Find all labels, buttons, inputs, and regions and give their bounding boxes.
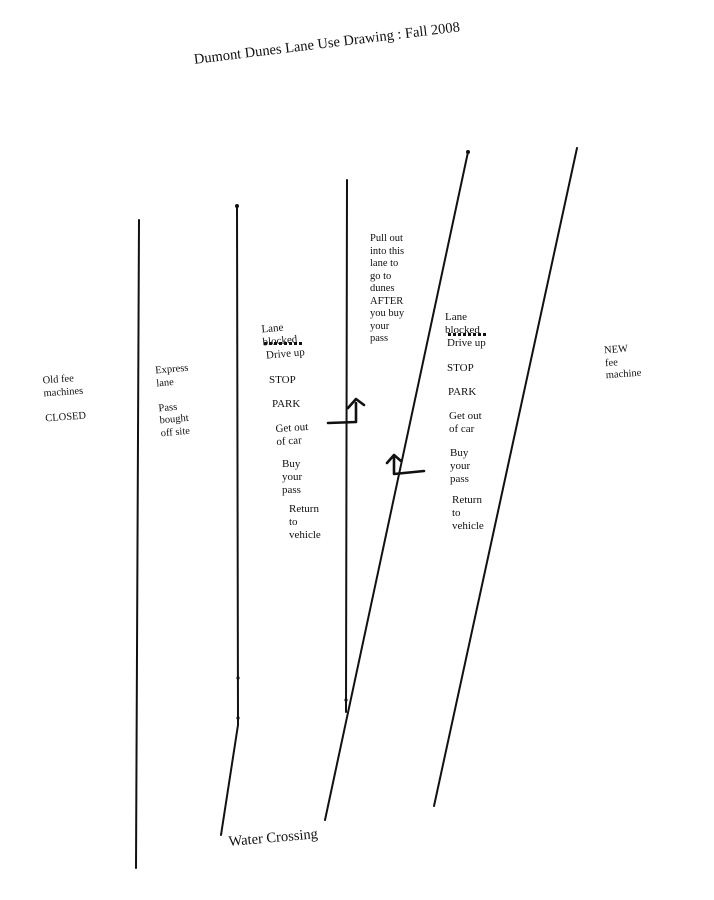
line-dot	[235, 204, 239, 208]
express-lane-label: Express lane Pass bought off site	[154, 362, 191, 439]
pull-out-instruction: Pull out into this lane to go to dunes A…	[370, 233, 405, 344]
line-dot	[466, 150, 470, 154]
pull-out-arrow-right-head	[385, 453, 403, 465]
lane-line-diagonal-1	[324, 151, 469, 821]
step-park-middle: PARK	[272, 398, 301, 410]
lane-line-diagonal-2	[433, 147, 578, 807]
pull-out-arrow-middle-head	[346, 397, 366, 410]
step-return-right: Return to vehicle	[452, 494, 484, 532]
step-get-out-middle: Get out of car	[275, 420, 309, 449]
lane-line-express	[236, 205, 239, 726]
step-buy-pass-middle: Buy your pass	[282, 458, 303, 496]
lane-blocked-label-middle: Lane blocked	[260, 321, 298, 349]
step-drive-up-right: Drive up	[447, 337, 486, 349]
blocked-marker-right	[448, 333, 486, 336]
blocked-marker-middle	[264, 342, 302, 345]
step-park-right: PARK	[448, 386, 477, 398]
step-stop-right: STOP	[447, 362, 474, 374]
step-return-middle: Return to vehicle	[289, 503, 321, 541]
new-fee-machine-label: NEW fee machine	[603, 343, 642, 382]
old-fee-machines-label: Old fee machines CLOSED	[42, 373, 87, 424]
pull-out-arrow-middle	[326, 401, 358, 425]
line-dot	[236, 676, 240, 680]
line-dot	[236, 716, 240, 720]
step-buy-pass-right: Buy your pass	[450, 447, 471, 485]
line-dot	[344, 698, 348, 702]
step-stop-middle: STOP	[269, 374, 296, 386]
lane-line-middle	[345, 179, 348, 713]
step-get-out-right: Get out of car	[449, 410, 482, 435]
lane-line-express-extension	[220, 724, 239, 836]
pull-out-arrow-right	[392, 456, 426, 476]
lane-line-left	[135, 219, 140, 869]
lane-blocked-label-right: Lane blocked	[445, 311, 480, 336]
